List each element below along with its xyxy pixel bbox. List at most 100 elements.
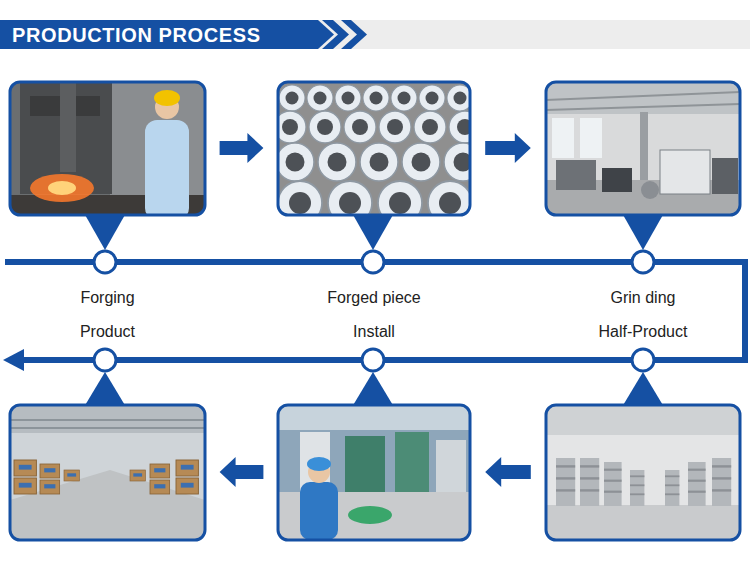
pipe [10,420,205,428]
pointer-triangle [84,213,126,250]
ring-stack [712,458,731,506]
worker-coat [145,120,189,215]
photo-ground [546,405,740,540]
box-stack [150,464,170,478]
photo-ground [278,405,470,540]
pointer-triangle [352,372,394,407]
timeline [3,213,745,407]
process-step: Install [278,318,470,540]
ring [278,111,306,143]
pointer-triangle [352,213,394,250]
step-label: Product [77,322,138,341]
header-chevron [322,20,349,49]
roof-beam [546,92,740,110]
forged-rings-photo [278,82,470,215]
window [552,118,574,158]
ceiling [10,405,205,433]
photo-frame [278,405,470,540]
machine [345,436,385,492]
photo-ground [10,405,205,540]
half-product-photo [546,405,740,540]
timeline-dot [362,349,384,371]
header-band [0,20,750,49]
ring [447,85,470,111]
ring [344,111,376,143]
flow-arrow [485,457,531,487]
parts-bin [348,506,392,524]
ring-stack [630,470,644,506]
box-stack [176,478,198,494]
machine [712,158,738,194]
photo-frame [10,82,205,215]
timeline-dot [632,349,654,371]
ring [379,111,411,143]
box-stack [150,480,170,494]
ceiling [278,405,470,430]
ring [279,85,305,111]
ring [363,85,389,111]
step-label: Half-Product [596,322,691,341]
flow-arrow-shape [485,133,531,163]
machine [395,432,429,492]
box-stack [130,470,145,481]
process-step: Half-Product [546,318,740,540]
ring [360,143,398,181]
ceiling [546,405,740,435]
flow-arrow-shape [220,133,264,163]
flow-arrow [220,133,264,163]
press-ram [60,82,76,172]
box-stack [40,480,60,494]
step-label: Forged piece [324,288,423,307]
box-stack [40,464,60,478]
box-stack [14,478,36,494]
process-step: Forging [10,82,205,314]
window [580,118,602,158]
photo-frame [278,82,470,215]
column [640,112,648,182]
process-step: Grin ding [546,82,740,314]
flow-arrow [485,133,531,163]
ring [307,85,333,111]
timeline-dot [94,251,116,273]
timeline-dot [362,251,384,273]
ring [444,143,470,181]
photo-frame [546,82,740,215]
timeline-dot [632,251,654,273]
machine [660,150,710,194]
part [641,181,659,199]
machine [602,168,632,192]
process-step: Forged piece [278,82,470,314]
box-stack [64,470,79,481]
step-label: Install [350,322,398,341]
header-ribbon [0,20,334,49]
ring-stack [688,462,706,506]
ring [449,111,470,143]
ring [428,181,470,215]
page-title: PRODUCTION PROCESS [12,21,261,49]
hot-glow [30,174,94,202]
flow-arrow-shape [485,457,531,487]
box-stack [176,460,198,476]
step-label: Forging [77,288,137,307]
photo-frame [546,405,740,540]
pointer-triangle [622,372,664,407]
flow-arrow-shape [220,457,264,487]
grinding-photo [546,82,740,215]
warehouse-photo [10,405,205,540]
ring-stack [556,458,575,506]
process-step: Product [10,318,205,540]
ring-stack [665,470,679,506]
pointer-triangle [622,213,664,250]
header-bar [0,20,750,49]
timeline-dot [94,349,116,371]
pointer-triangle [84,372,126,407]
ring [419,85,445,111]
step-label: Grin ding [608,288,679,307]
worker-cap [307,457,331,471]
floor [546,505,740,540]
photo-ground [546,82,740,215]
ceiling [546,82,740,114]
floor [10,470,205,540]
